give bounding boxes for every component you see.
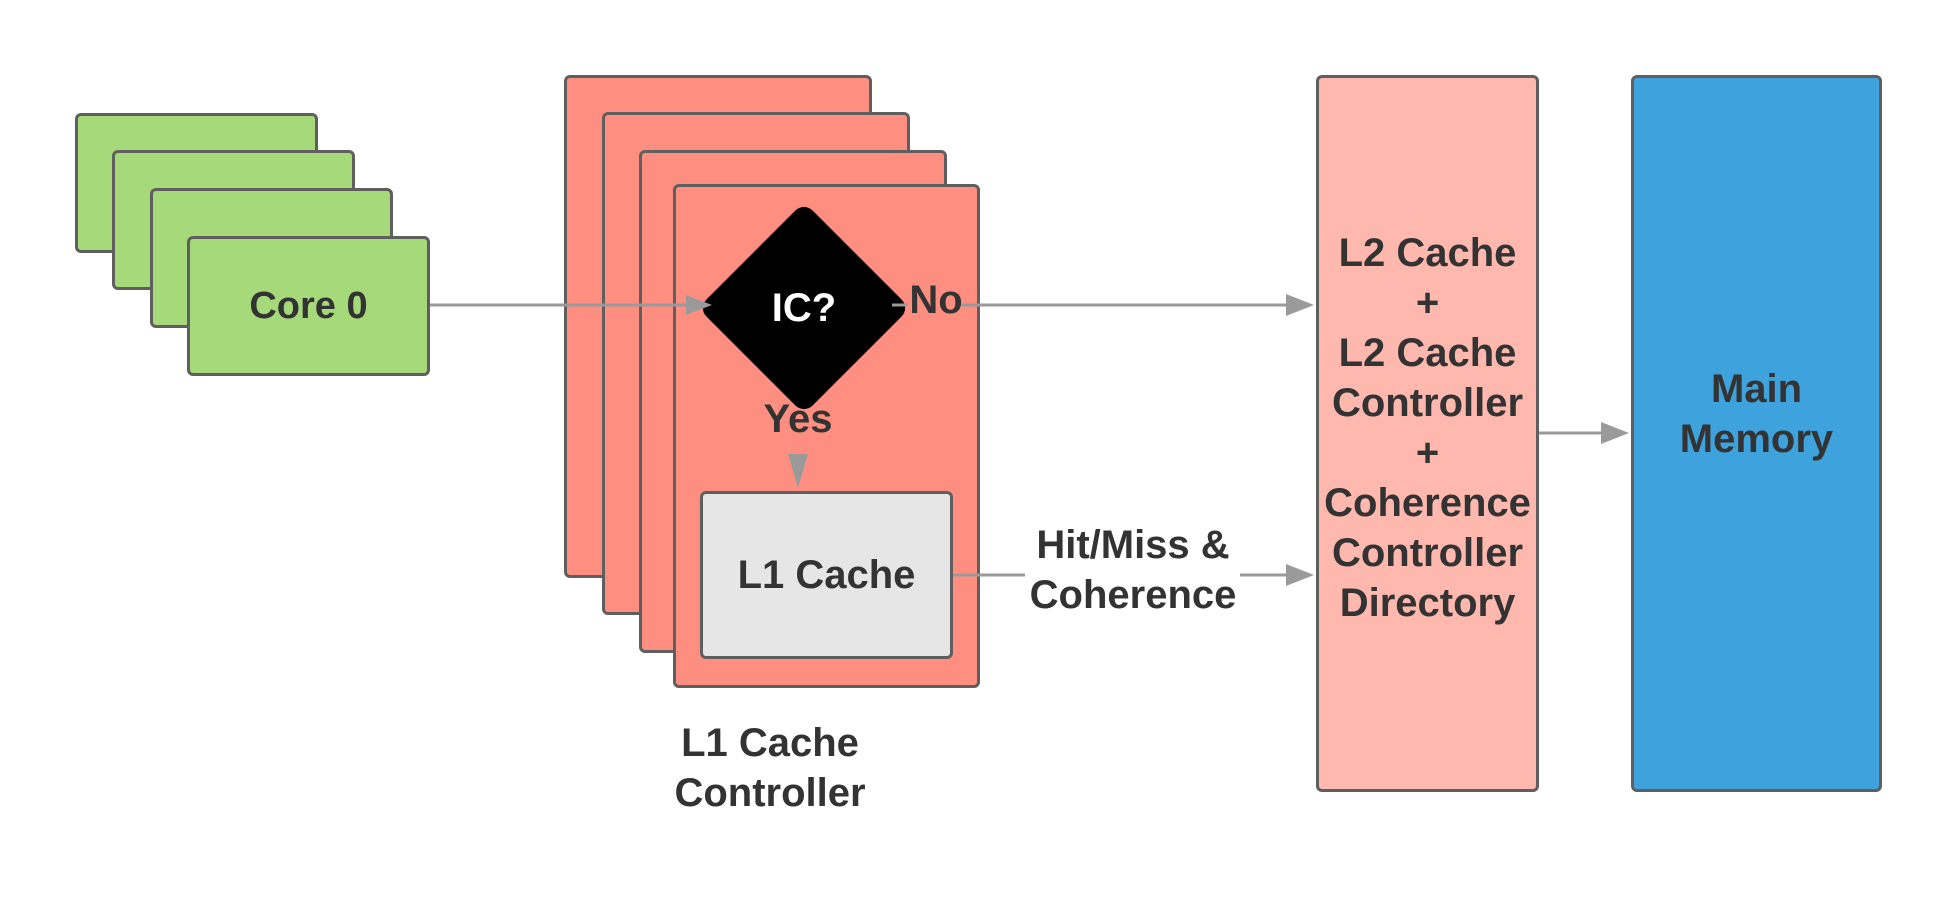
- l2-line-6: Coherence: [1324, 480, 1531, 525]
- main-memory-line-2: Memory: [1679, 416, 1834, 461]
- l1-controller-caption: L1 Cache Controller: [640, 718, 900, 818]
- yes-label: Yes: [763, 397, 833, 441]
- main-memory-line-1: Main: [1710, 366, 1803, 411]
- l1-cache-box: L1 Cache: [700, 491, 953, 659]
- l1-controller-caption-line-2: Controller: [674, 771, 866, 815]
- l2-cache-text: L2 Cache + L2 Cache Controller + Coheren…: [1319, 78, 1536, 789]
- l2-line-7: Controller: [1331, 530, 1524, 575]
- arrow-l1-to-l2-head: [1286, 564, 1314, 586]
- main-memory-text: Main Memory: [1634, 78, 1879, 789]
- l1-controller-caption-line-1: L1 Cache: [681, 721, 859, 765]
- hit-miss-line-1: Hit/Miss &: [1036, 523, 1230, 567]
- l2-line-1: L2 Cache: [1338, 230, 1517, 275]
- arrow-l2-to-memory-head: [1601, 422, 1629, 444]
- ic-decision-label: IC?: [771, 285, 837, 330]
- l2-line-2: +: [1415, 280, 1440, 325]
- no-label: No: [909, 278, 963, 322]
- hit-miss-label: Hit/Miss & Coherence: [1020, 520, 1246, 620]
- arrow-no-to-l2-head: [1286, 294, 1314, 316]
- l1-cache-label: L1 Cache: [737, 552, 916, 597]
- main-memory-box: Main Memory: [1631, 75, 1882, 792]
- l2-line-3: L2 Cache: [1338, 330, 1517, 375]
- core-0-box: Core 0: [187, 236, 430, 376]
- l2-line-8: Directory: [1339, 580, 1516, 625]
- l2-line-5: +: [1415, 430, 1440, 475]
- arrow-core-to-ic-head: [686, 295, 712, 315]
- hit-miss-line-2: Coherence: [1029, 573, 1237, 617]
- core-0-label: Core 0: [249, 284, 368, 327]
- l2-cache-box: L2 Cache + L2 Cache Controller + Coheren…: [1316, 75, 1539, 792]
- arrow-yes-to-l1-head: [788, 454, 808, 488]
- l2-line-4: Controller: [1331, 380, 1524, 425]
